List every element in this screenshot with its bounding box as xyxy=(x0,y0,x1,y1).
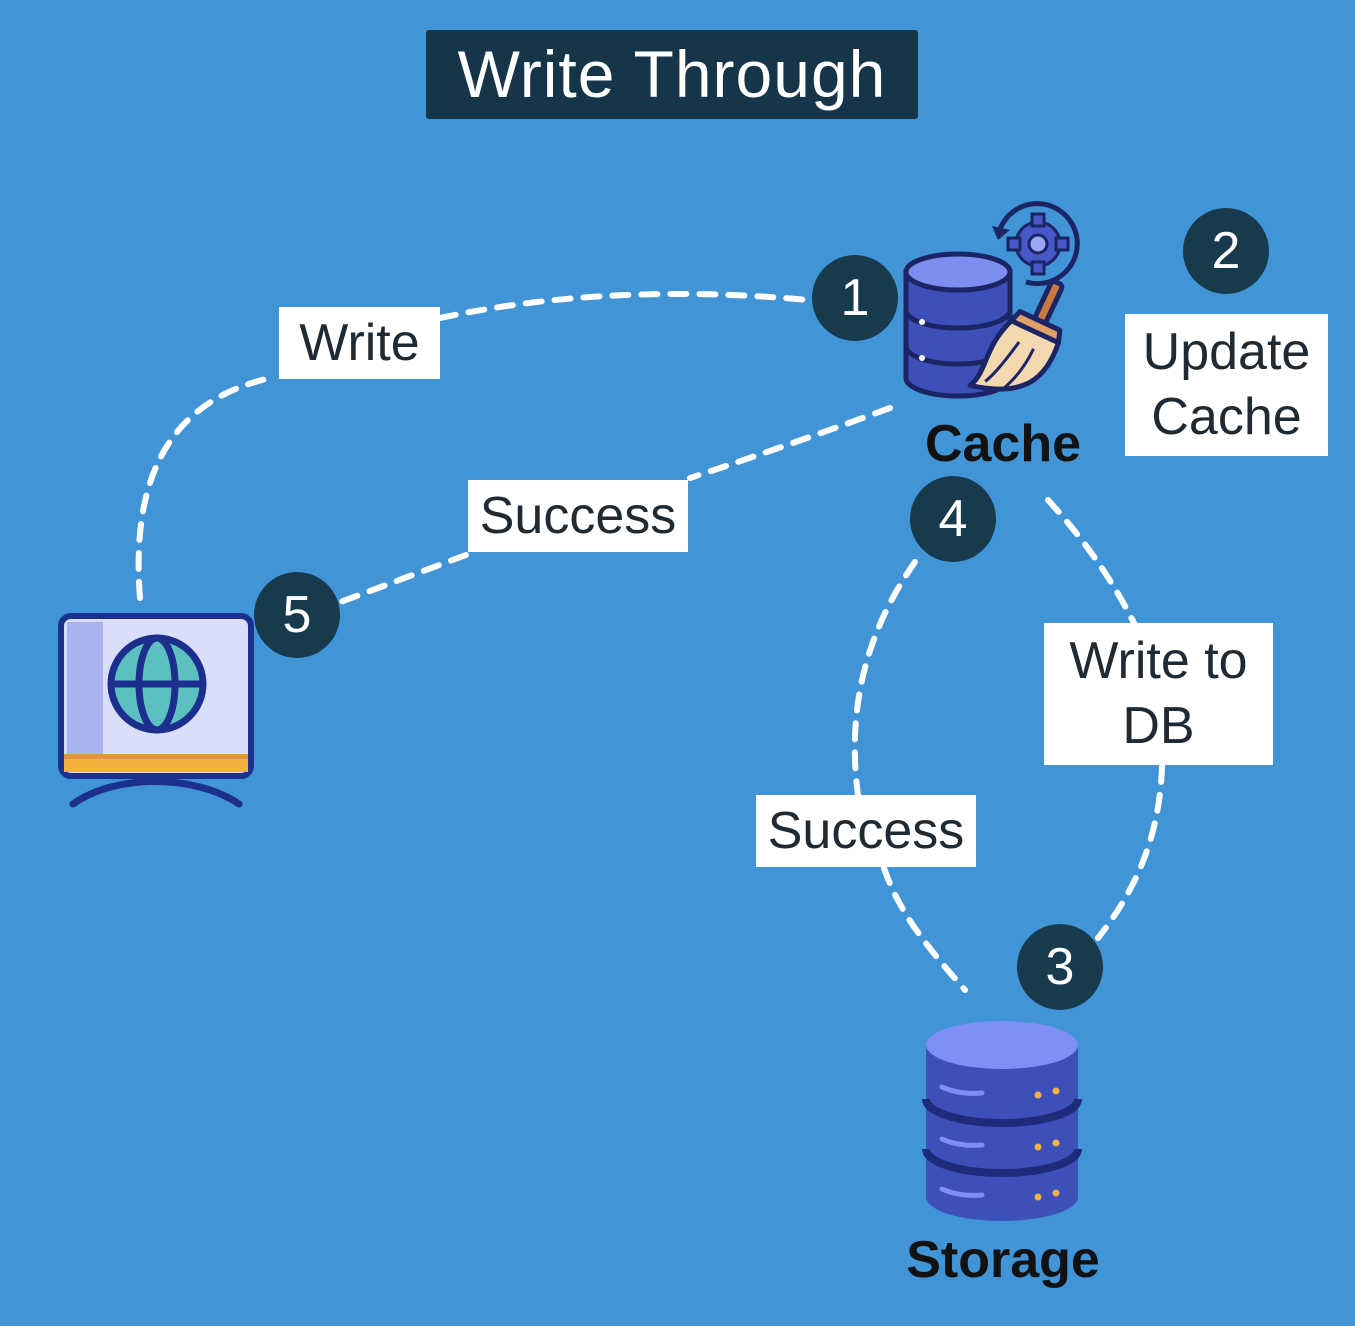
step-badge-1: 1 xyxy=(812,255,898,341)
edge-label-write: Write xyxy=(279,307,440,379)
edge-label-update-cache-line1: Update xyxy=(1142,323,1311,381)
connector-write-to-db xyxy=(1045,497,1138,628)
edge-label-write-to-db-line2: DB xyxy=(1122,697,1195,755)
connector-success-client xyxy=(687,405,893,481)
storage-database-icon xyxy=(922,1021,1082,1221)
step-badge-2: 2 xyxy=(1183,208,1269,294)
edge-label-write-to-db-line1: Write to xyxy=(1069,632,1248,690)
diagram-title: Write Through xyxy=(426,30,918,119)
globe-monitor-icon xyxy=(58,613,254,808)
cache-label: Cache xyxy=(924,415,1082,473)
cache-database-icon xyxy=(903,201,1080,399)
edge-label-update-cache: Update Cache xyxy=(1125,314,1328,456)
edge-label-write-to-db: Write to DB xyxy=(1044,623,1273,765)
edge-label-update-cache-line2: Cache xyxy=(1151,388,1302,446)
step-badge-4: 4 xyxy=(910,476,996,562)
connector-success-storage xyxy=(881,865,968,993)
connector-success-storage xyxy=(851,559,918,798)
connector-success-client xyxy=(335,552,469,606)
step-badge-5: 5 xyxy=(254,572,340,658)
edge-label-success-storage: Success xyxy=(756,795,976,867)
connector-write-to-db xyxy=(1095,763,1165,941)
connector-write xyxy=(135,375,273,601)
edge-label-success-client: Success xyxy=(468,480,688,552)
step-badge-3: 3 xyxy=(1017,924,1103,1010)
connector-write xyxy=(437,290,811,321)
storage-label: Storage xyxy=(906,1231,1100,1289)
